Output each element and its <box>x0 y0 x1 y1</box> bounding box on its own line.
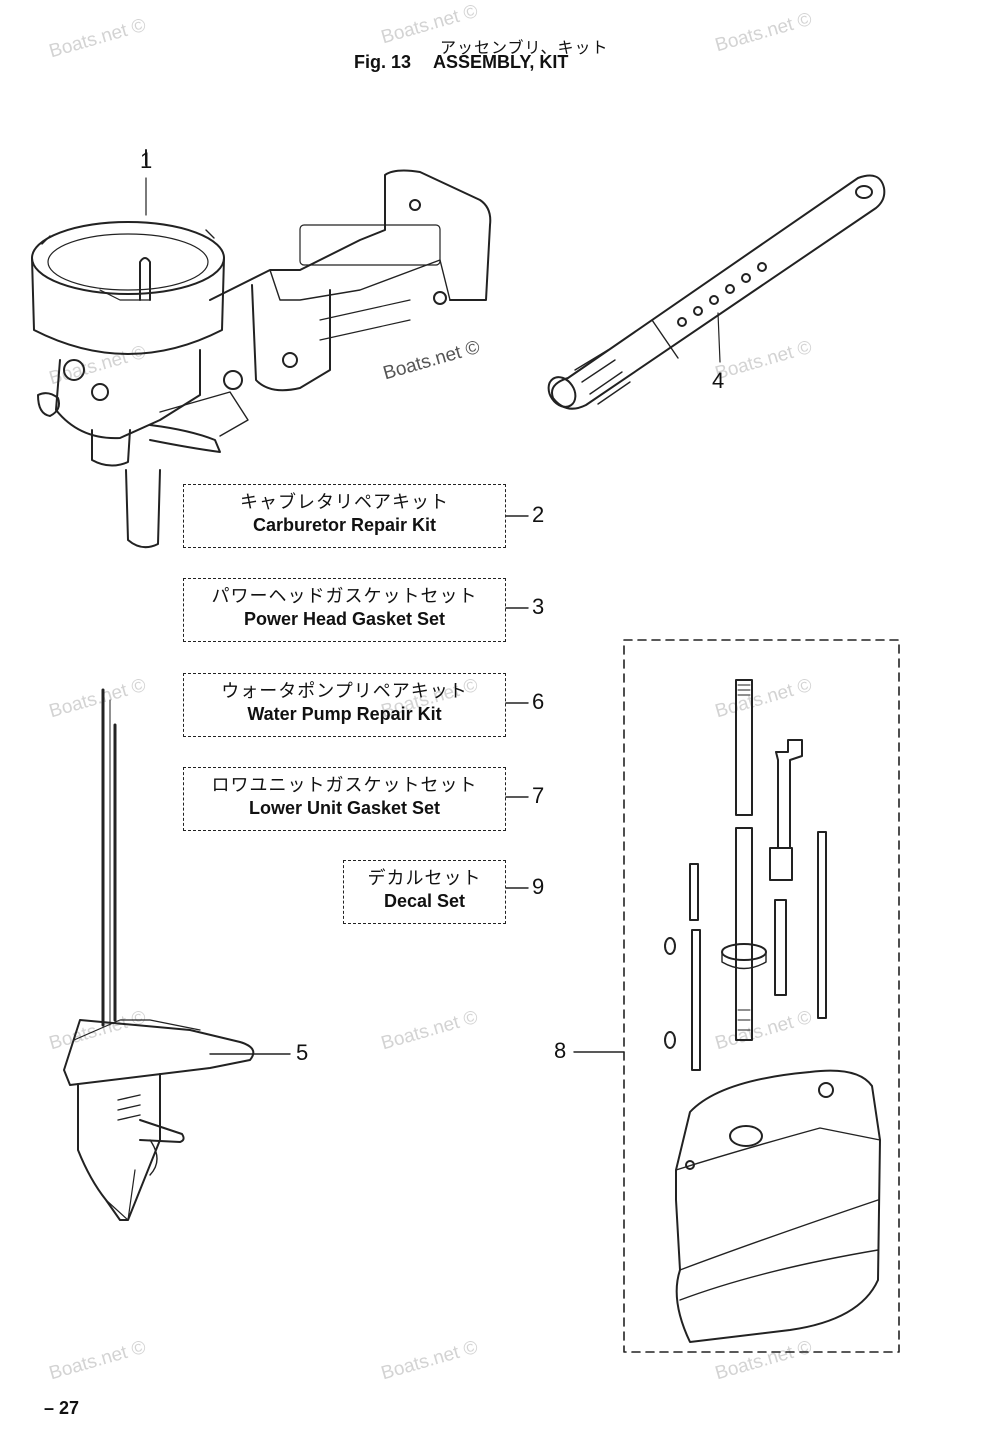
callout-number: 9 <box>532 874 545 899</box>
kit-name-japanese: デカルセット <box>367 868 482 889</box>
kit-name: Water Pump Repair Kit <box>247 704 442 724</box>
callout-number: 7 <box>532 783 545 808</box>
callout-number: 6 <box>532 689 545 714</box>
callout-number: 5 <box>296 1040 309 1065</box>
tiller-handle-part <box>547 174 886 410</box>
drive-shaft-kit-part <box>623 639 900 1353</box>
kit-box-power-head-gasket: パワーヘッドガスケットセット Power Head Gasket Set <box>183 578 506 642</box>
figure-caption: ASSEMBLY, KIT <box>433 52 569 72</box>
callout-number: 3 <box>532 594 545 619</box>
figure-title-japanese: アッセンブリ、キット <box>440 38 609 57</box>
page-number: – 27 <box>44 1398 80 1418</box>
kit-name: Carburetor Repair Kit <box>252 515 437 535</box>
kit-name-japanese: ロワユニットガスケットセット <box>211 775 478 796</box>
kit-name: Decal Set <box>383 891 466 911</box>
callout-number: 4 <box>712 368 725 393</box>
figure-number: Fig. 13 <box>354 52 412 72</box>
kit-box-carburetor-repair: キャブレタリペアキット Carburetor Repair Kit <box>183 484 506 548</box>
callout-number: 2 <box>532 502 545 527</box>
kit-name-japanese: キャブレタリペアキット <box>240 492 449 513</box>
kit-box-lower-unit-gasket: ロワユニットガスケットセット Lower Unit Gasket Set <box>183 767 506 831</box>
figure-title: Fig. 13 ASSEMBLY, KIT <box>354 52 590 73</box>
kit-box-decal-set: デカルセット Decal Set <box>343 860 506 924</box>
lower-unit-part <box>63 688 255 1221</box>
power-head-assembly-part <box>31 149 492 549</box>
kit-name-japanese: パワーヘッドガスケットセット <box>211 586 478 607</box>
callout-number: 8 <box>554 1038 567 1063</box>
kit-name: Lower Unit Gasket Set <box>248 798 441 818</box>
kit-box-water-pump-repair: ウォータポンプリペアキット Water Pump Repair Kit <box>183 673 506 737</box>
kit-name: Power Head Gasket Set <box>243 609 446 629</box>
kit-name-japanese: ウォータポンプリペアキット <box>221 681 468 702</box>
callout-number: 1 <box>140 148 153 173</box>
